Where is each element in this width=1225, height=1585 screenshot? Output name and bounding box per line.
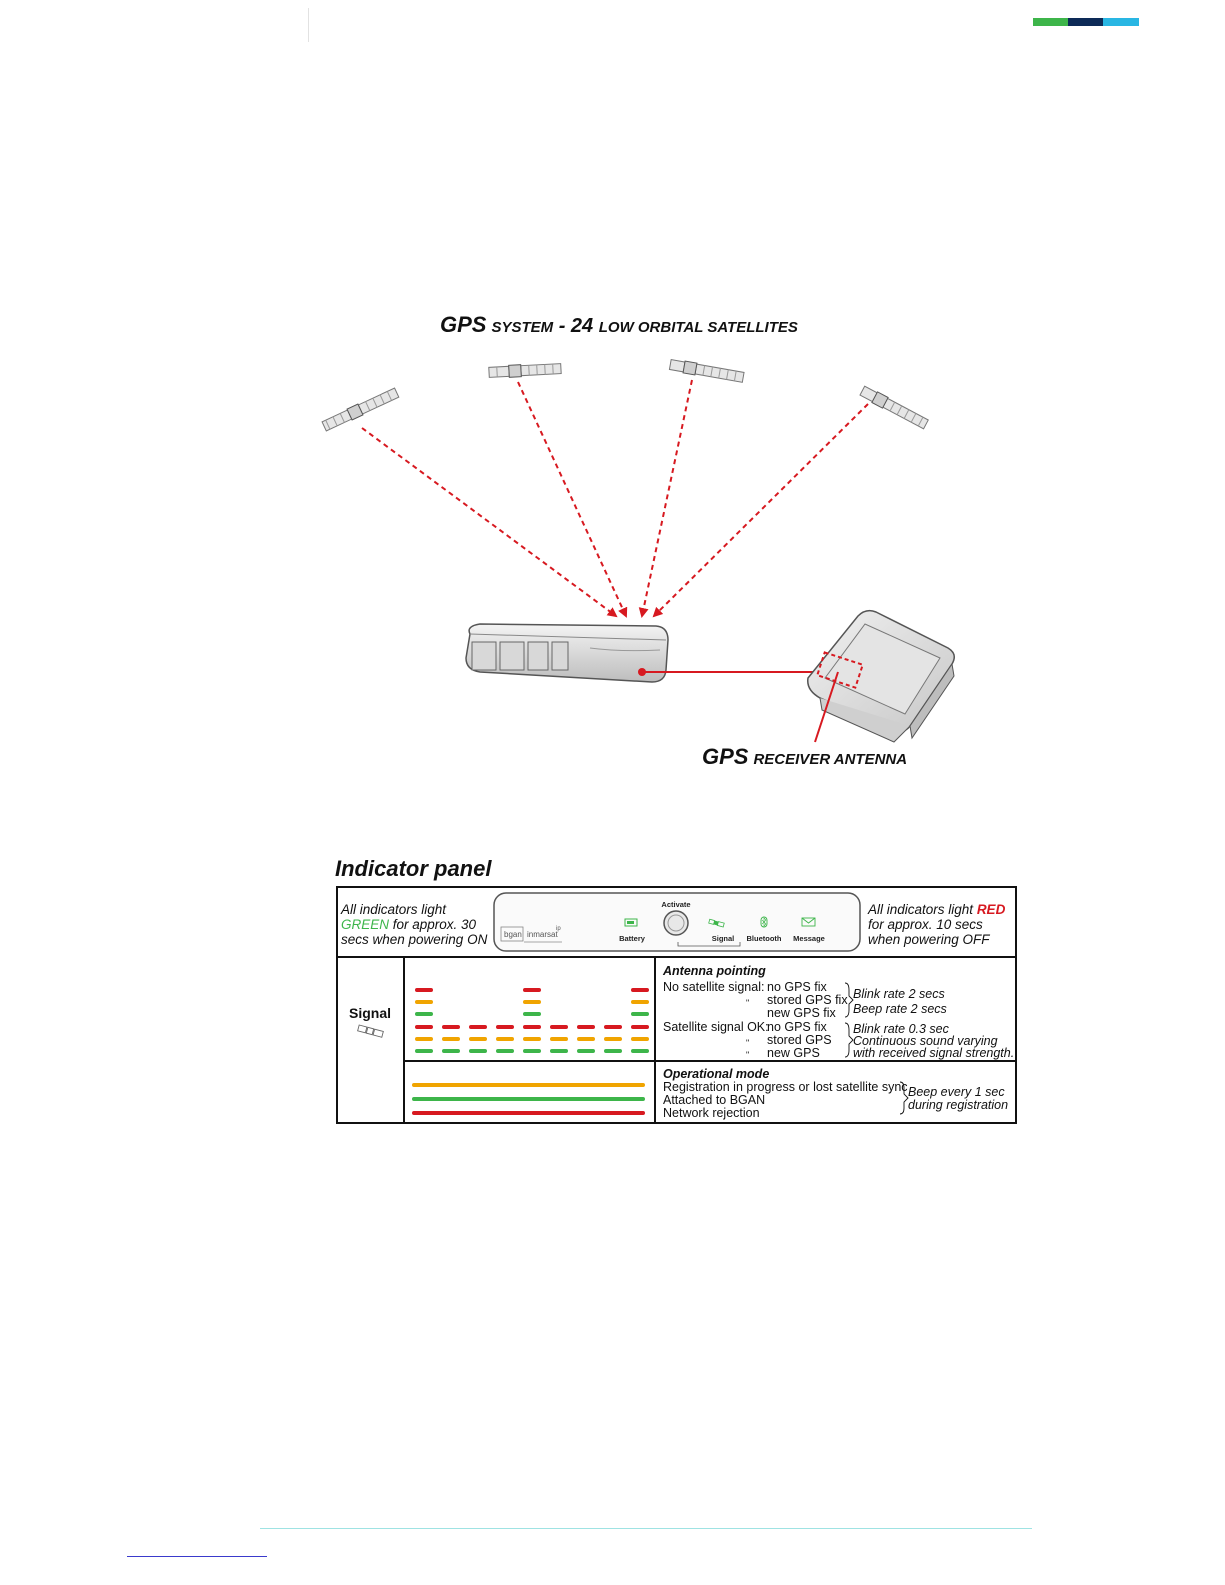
state-new-gps-fix: new GPS fix — [767, 1006, 837, 1020]
satellite-icon — [859, 385, 929, 430]
signal-indicator-label: Signal — [712, 934, 735, 943]
state-stored-gps-fix: stored GPS fix — [767, 993, 848, 1007]
antenna-pointing-heading: Antenna pointing — [662, 964, 766, 978]
brand-inmarsat: inmarsat — [527, 930, 558, 939]
power-off-line-1-prefix: All indicators light — [867, 902, 977, 917]
figure-title-number: - 24 — [553, 315, 599, 337]
bgan-terminal — [465, 623, 669, 683]
state-ok-new-gps: new GPS — [767, 1046, 820, 1060]
satellite-icon — [668, 359, 745, 383]
footer-rule — [260, 1528, 1032, 1529]
indicator-panel-title: Indicator panel — [335, 856, 492, 881]
signal-path — [638, 379, 693, 618]
operational-led-bars — [412, 1083, 645, 1115]
power-on-line-3: secs when powering ON — [341, 932, 488, 947]
state-ok-stored-gps: stored GPS — [767, 1033, 832, 1047]
green-word: GREEN — [341, 917, 389, 932]
bluetooth-label: Bluetooth — [747, 934, 782, 943]
table-border — [336, 886, 1017, 1124]
power-on-line-1: All indicators light — [340, 902, 447, 917]
satellite-icon — [488, 363, 562, 378]
blink-rate-0-3s: Blink rate 0.3 sec — [853, 1022, 950, 1036]
antenna-pointer-line — [814, 671, 839, 743]
power-on-line-2: GREEN for approx. 30 — [341, 917, 477, 932]
signal-row-satellite-icon — [357, 1024, 384, 1038]
satellite-icon — [321, 387, 400, 432]
battery-icon — [624, 918, 638, 927]
figure-title-main: GPS — [440, 312, 487, 337]
signal-satellite-icon — [708, 918, 725, 928]
header-rule — [308, 8, 309, 42]
beep-every-1s: Beep every 1 sec — [908, 1085, 1005, 1099]
operational-mode-heading: Operational mode — [663, 1067, 769, 1081]
red-word: RED — [977, 902, 1006, 917]
signal-row-label: Signal — [349, 1005, 391, 1021]
no-satellite-signal-label: No satellite signal: — [663, 980, 764, 994]
footer-link-underline — [127, 1556, 267, 1557]
signal-led-pattern — [415, 988, 649, 1053]
op-registration: Registration in progress or lost satelli… — [663, 1080, 908, 1094]
power-on-note: All indicators light GREEN for approx. 3… — [340, 902, 488, 947]
signal-path — [517, 381, 628, 618]
antenna-unit — [807, 609, 955, 743]
message-label: Message — [793, 934, 825, 943]
brand-bar-green — [1033, 18, 1068, 26]
ditto-mark: " — [746, 1050, 749, 1060]
activate-label: Activate — [661, 900, 690, 909]
power-on-line-2-rest: for approx. 30 — [389, 917, 477, 932]
state-no-gps-fix: no GPS fix — [767, 980, 827, 994]
brand-bgan: bgan — [504, 930, 522, 939]
device-front-panel: bgan inmarsat ip Battery Activate Signal… — [493, 892, 861, 952]
operational-mode-section: Operational mode Registration in progres… — [663, 1067, 1008, 1120]
battery-label: Battery — [619, 934, 646, 943]
brand-bar-navy — [1068, 18, 1103, 26]
signal-paths — [361, 379, 869, 618]
antenna-label-small: RECEIVER ANTENNA — [753, 751, 907, 768]
continuous-sound-line-2: with received signal strength. — [853, 1046, 1014, 1060]
power-off-line-3: when powering OFF — [868, 932, 990, 947]
figure-title-small-1: SYSTEM — [491, 319, 553, 336]
op-attached: Attached to BGAN — [663, 1093, 765, 1107]
beep-rate-2s: Beep rate 2 secs — [853, 1002, 947, 1016]
power-off-line-1: All indicators light RED — [867, 902, 1006, 917]
cable-connector-dot — [638, 668, 646, 676]
signal-path — [361, 427, 618, 618]
indicator-panel-table: All indicators light GREEN for approx. 3… — [336, 886, 1017, 1124]
ditto-mark: " — [746, 1038, 749, 1048]
bluetooth-icon — [760, 916, 768, 928]
antenna-pointing-section: Antenna pointing No satellite signal: no… — [662, 964, 1014, 1060]
signal-path — [652, 403, 869, 618]
brand-ip: ip — [556, 926, 561, 932]
brand-bar-cyan — [1103, 18, 1139, 26]
figure-title-small-2: LOW ORBITAL SATELLITES — [599, 319, 798, 336]
antenna-label-main: GPS — [702, 744, 749, 769]
power-off-note: All indicators light RED for approx. 10 … — [867, 902, 1006, 947]
state-ok-no-gps-fix: no GPS fix — [767, 1020, 827, 1034]
power-off-line-2: for approx. 10 secs — [868, 917, 983, 932]
ditto-mark: " — [746, 998, 749, 1008]
blink-rate-2s: Blink rate 2 secs — [853, 987, 945, 1001]
satellite-signal-ok-label: Satellite signal OK: — [663, 1020, 769, 1034]
op-rejection: Network rejection — [663, 1106, 760, 1120]
during-registration: during registration — [908, 1098, 1008, 1112]
continuous-sound-line-1: Continuous sound varying — [853, 1034, 998, 1048]
message-icon — [801, 917, 816, 927]
